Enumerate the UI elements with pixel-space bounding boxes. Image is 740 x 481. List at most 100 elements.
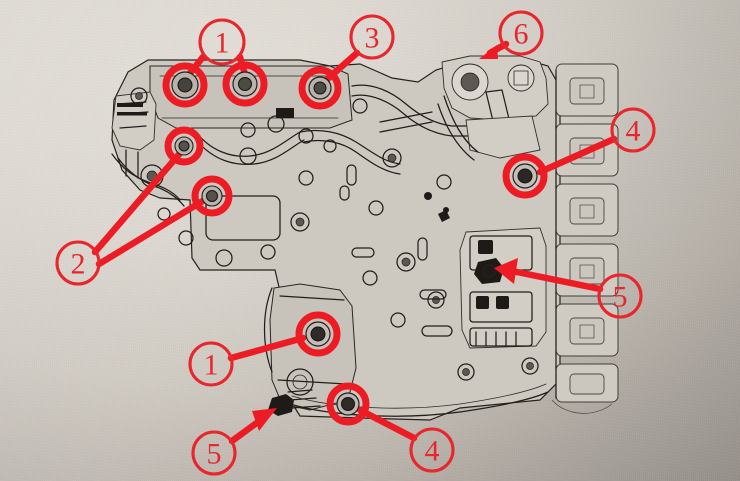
arrow-head-5-bottom: [252, 408, 277, 431]
bolt-hole: [457, 363, 475, 381]
bottom-solenoid-ring: [286, 368, 314, 396]
callout-1-top[interactable]: 1: [198, 18, 246, 66]
bolt-hole: [323, 139, 337, 153]
callout-circle: [409, 427, 455, 473]
module-boss-right: [507, 64, 535, 92]
callout-circle: [188, 341, 234, 387]
arrow-head-5-right: [494, 258, 518, 284]
target-ring-2b: [191, 175, 233, 217]
ringed-bolt-core: [238, 77, 252, 91]
bolt-hole: [352, 98, 368, 114]
dark-port: [424, 192, 432, 200]
target-ring-1a: [162, 62, 208, 108]
subplate-curve: [263, 287, 273, 373]
callout-4-bottom[interactable]: 4: [409, 427, 455, 473]
arrow-leaders: [228, 40, 604, 445]
oil-slot: [419, 289, 447, 300]
right-block-solenoid-ring: [482, 264, 496, 278]
callout-1-bottom[interactable]: 1: [188, 341, 234, 387]
callout-5-bottom[interactable]: 5: [191, 430, 237, 476]
oil-slot: [339, 185, 350, 201]
ringed-bolt-core: [517, 168, 533, 184]
leader-4-right: [536, 135, 618, 176]
callout-circle: [191, 430, 237, 476]
port-core-5: [579, 324, 595, 339]
subplate-edge-a: [277, 295, 347, 385]
ringed-bolt-core: [310, 326, 326, 342]
callout-number: 5: [613, 281, 628, 314]
bolt-hole: [390, 312, 406, 328]
bolt-hole: [521, 357, 539, 375]
channel-web-1: [195, 131, 301, 157]
ringed-bolt-core: [206, 190, 218, 202]
port-core-1: [579, 84, 595, 99]
bolt-core: [462, 368, 470, 376]
leader-2b: [95, 195, 210, 268]
channel-web-4: [303, 139, 401, 175]
callout-3[interactable]: 3: [349, 14, 395, 60]
callout-circle: [55, 240, 101, 286]
target-ring-1b: [222, 61, 268, 107]
bottom-solenoid-ring-inner: [292, 374, 308, 390]
module-boss-left-inner: [460, 72, 480, 92]
port-inner-5: [569, 317, 605, 345]
module-boss-right-square: [513, 70, 529, 86]
right-block-ribs: [475, 331, 517, 347]
bolt-core: [135, 92, 143, 100]
target-rings: [162, 61, 548, 426]
dark-port-slot: [276, 108, 294, 118]
bolt-hole: [382, 148, 402, 168]
left-dark-block-1: [117, 103, 143, 107]
callout-number: 6: [514, 18, 529, 51]
channel-web-3: [299, 129, 401, 165]
port-inner-6: [569, 373, 605, 395]
callout-number: 4: [425, 435, 440, 468]
inner-cutout-rect: [205, 195, 281, 241]
bolt-hole: [368, 200, 384, 216]
ringed-bolt-core: [313, 81, 327, 95]
port-core-4: [579, 264, 595, 279]
callout-number: 5: [207, 438, 222, 471]
right-block-chip-b: [476, 296, 489, 309]
bolt-hole: [239, 147, 257, 165]
bolt-core: [401, 257, 411, 267]
bolt-hole: [362, 270, 378, 286]
callout-number: 1: [215, 27, 230, 60]
bolt-hole: [290, 212, 310, 232]
arrow-line-5-right: [508, 267, 604, 293]
callout-number: 1: [204, 349, 219, 382]
oil-slot: [351, 247, 375, 258]
bolt-core: [526, 362, 534, 370]
callout-circle: [498, 10, 544, 56]
ringed-bolt-heads: [171, 71, 538, 416]
ringed-bolt-core: [178, 140, 190, 152]
channel-web-2: [197, 139, 305, 165]
module-stem: [379, 111, 433, 133]
bolt-core: [295, 217, 305, 227]
callout-circle: [349, 14, 395, 60]
leader-lines: [91, 49, 618, 442]
bolt-hole: [396, 252, 416, 272]
port-bottom-arc: [551, 399, 613, 414]
callout-6[interactable]: 6: [498, 10, 544, 56]
leader-3: [320, 49, 361, 86]
bolt-hole: [130, 87, 148, 105]
callout-2[interactable]: 2: [55, 240, 101, 286]
port-inner-3: [569, 197, 605, 225]
port-inner-1: [569, 77, 605, 105]
module-arm: [437, 95, 479, 161]
callout-4-right[interactable]: 4: [610, 107, 656, 153]
bolt-hole: [157, 207, 171, 221]
leader-1-bottom: [227, 334, 307, 362]
right-internal-block: [459, 227, 547, 349]
target-ring-4-right: [502, 153, 548, 199]
right-block-chip: [478, 240, 493, 254]
left-tube: [111, 153, 181, 201]
callout-number: 4: [626, 115, 641, 148]
callout-5-right[interactable]: 5: [597, 273, 643, 319]
valve-body-outline: [111, 57, 561, 421]
leader-4-bottom: [356, 406, 418, 442]
